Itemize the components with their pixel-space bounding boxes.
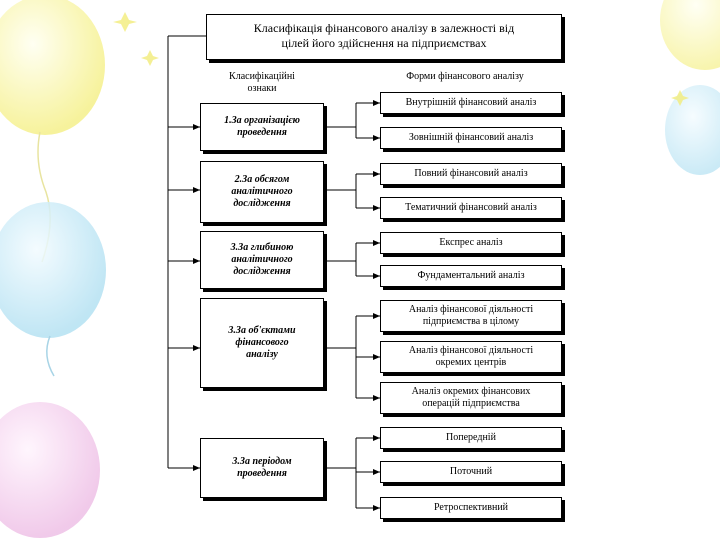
criterion-box-volume: 2.За обсягом аналітичного дослідження (200, 161, 324, 223)
diagram-title: Класифікація фінансового аналізу в залеж… (206, 14, 562, 60)
form-box-retrospective: Ретроспективний (380, 497, 562, 519)
form-box-thematic: Тематичний фінансовий аналіз (380, 197, 562, 219)
form-box-centers: Аналіз фінансової діяльності окремих цен… (380, 341, 562, 373)
criterion-box-organization: 1.За організацією проведення (200, 103, 324, 151)
criterion-box-period: 3.За періодом проведення (200, 438, 324, 498)
criterion-box-depth: 3.За глибиною аналітичного дослідження (200, 231, 324, 289)
form-box-preliminary: Попередній (380, 427, 562, 449)
form-box-internal: Внутрішній фінансовий аналіз (380, 92, 562, 114)
title-line-1: Класифікація фінансового аналізу в залеж… (253, 21, 515, 35)
title-line-2: цілей його здійснення на підприємствах (281, 36, 487, 50)
form-box-express: Експрес аналіз (380, 232, 562, 254)
form-box-fundamental: Фундаментальний аналіз (380, 265, 562, 287)
column-header-criteria: Класифікаційні ознаки (229, 71, 295, 94)
form-box-complete: Повний фінансовий аналіз (380, 163, 562, 185)
form-box-operations: Аналіз окремих фінансових операцій підпр… (380, 382, 562, 414)
column-header-forms: Форми фінансового аналізу (406, 71, 524, 82)
criterion-box-objects: 3.За об'єктами фінансового аналізу (200, 298, 324, 388)
form-box-current: Поточний (380, 461, 562, 483)
form-box-enterprise-whole: Аналіз фінансової діяльності підприємств… (380, 300, 562, 332)
form-box-external: Зовнішній фінансовий аналіз (380, 127, 562, 149)
